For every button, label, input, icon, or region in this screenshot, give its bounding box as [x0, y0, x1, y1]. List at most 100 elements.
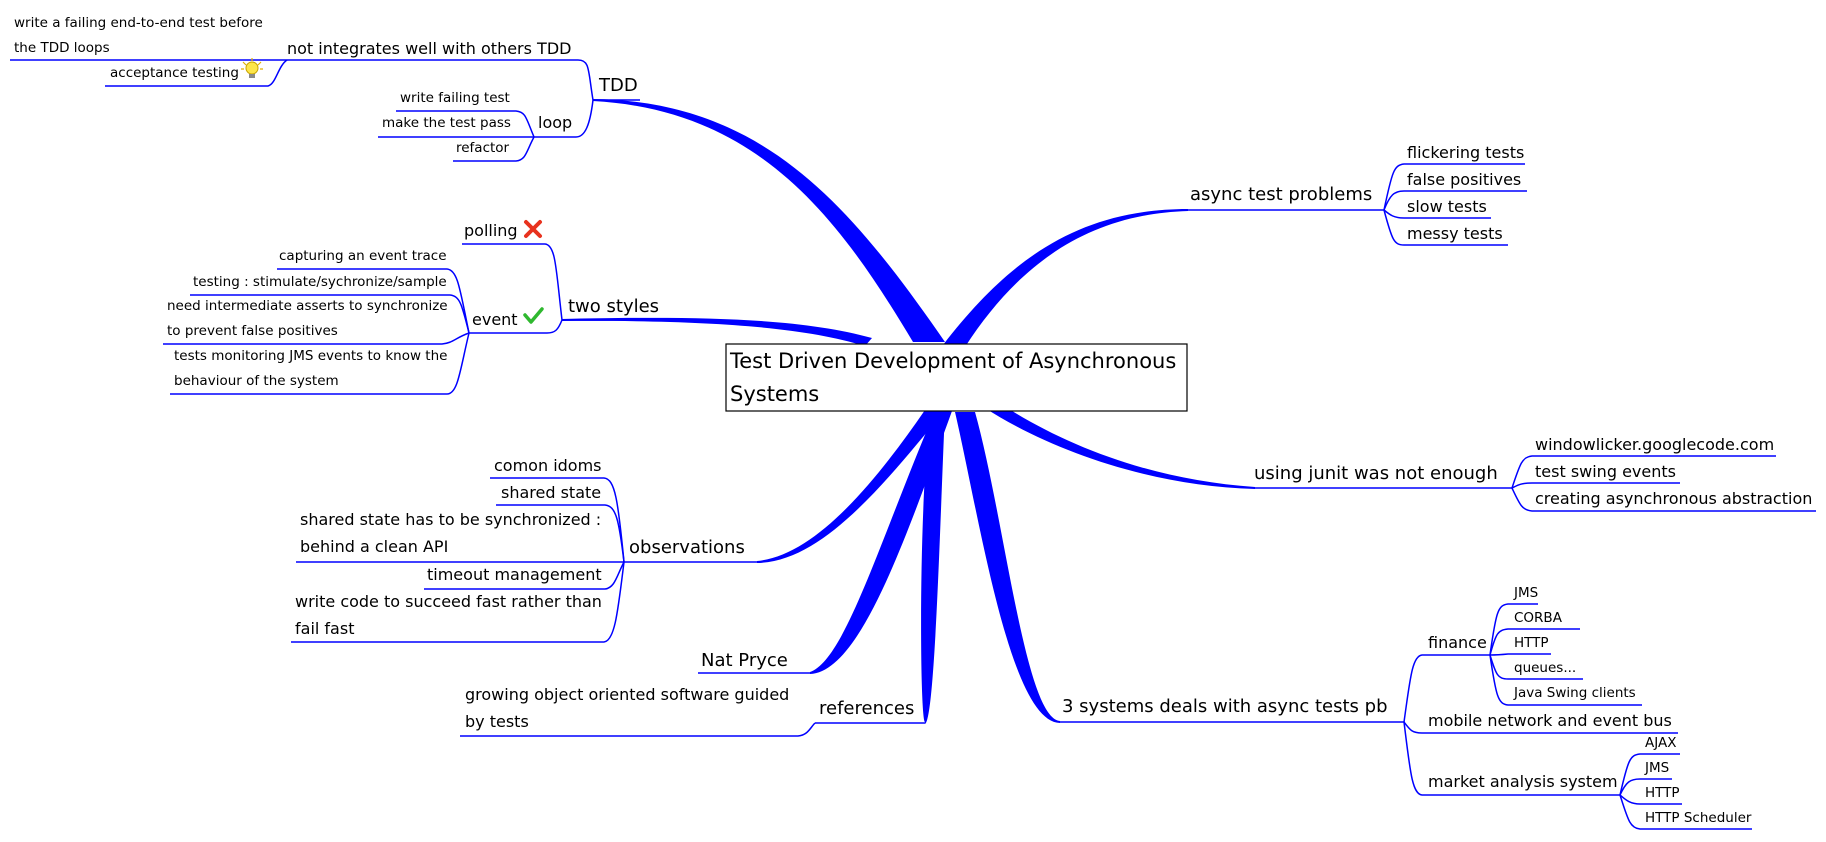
junit-edge-2: [1511, 482, 1680, 489]
junit-item-2: test swing events: [1535, 462, 1676, 481]
observations-title: observations: [629, 537, 745, 558]
finance-edge-1: [1489, 603, 1538, 656]
async-edge-1: [1383, 163, 1525, 211]
finance-edge-5: [1489, 654, 1642, 706]
async-title: async test problems: [1190, 184, 1372, 205]
finance-item-5: Java Swing clients: [1513, 685, 1636, 701]
async-edge-4: [1383, 209, 1508, 246]
systems-title: 3 systems deals with async tests pb: [1062, 696, 1388, 717]
event-edge-4: [170, 332, 470, 395]
root-title-line2: Systems: [730, 382, 819, 406]
tdd-edge-integration: [577, 59, 594, 101]
loop-item-2: make the test pass: [382, 115, 511, 131]
branch-systems: [955, 412, 1060, 723]
references-topic[interactable]: references growing object oriented softw…: [460, 685, 925, 737]
obs-edge-2: [496, 504, 625, 563]
market-item-2: JMS: [1644, 760, 1669, 776]
polling-label: polling: [464, 221, 518, 240]
market-item-4: HTTP Scheduler: [1645, 810, 1752, 826]
event-item-1: capturing an event trace: [279, 248, 447, 264]
observations-topic[interactable]: observations comon idoms shared state sh…: [291, 456, 757, 643]
junit-edge-1: [1511, 455, 1776, 489]
branch-nat: [810, 411, 952, 674]
event-item-4b: behaviour of the system: [174, 373, 339, 389]
nat-title: Nat Pryce: [701, 650, 788, 671]
obs-edge-5: [291, 561, 625, 643]
event-edge-2: [190, 294, 470, 334]
junit-title: using junit was not enough: [1254, 463, 1498, 484]
tdd-topic[interactable]: TDD: [575, 59, 640, 138]
styles-edge-polling: [462, 243, 563, 321]
event-item-3a: need intermediate asserts to synchronize: [167, 298, 448, 314]
tdd-title: TDD: [598, 75, 638, 96]
market-title: market analysis system: [1428, 772, 1618, 791]
event-item-4a: tests monitoring JMS events to know the: [174, 348, 447, 364]
loop-topic[interactable]: loop write failing test make the test pa…: [378, 90, 576, 162]
finance-edge-3: [1489, 653, 1551, 656]
async-item-1: flickering tests: [1407, 143, 1524, 162]
references-edge: [460, 722, 816, 737]
root-topic[interactable]: Test Driven Development of Asynchronous …: [725, 343, 1188, 412]
root-box: [725, 343, 1188, 412]
mobile-title: mobile network and event bus: [1428, 711, 1672, 730]
obs-edge-4: [424, 561, 625, 590]
branch-references: [921, 411, 945, 724]
main-branches: [562, 99, 1255, 724]
nat-pryce-topic[interactable]: Nat Pryce: [698, 650, 810, 674]
market-edge-4: [1619, 794, 1752, 830]
finance-topic[interactable]: finance JMS CORBA HTTP queues... Java Sw…: [1428, 585, 1642, 706]
red-cross-icon: [524, 220, 542, 238]
obs-item-5b: fail fast: [295, 619, 354, 638]
async-item-3: slow tests: [1407, 197, 1487, 216]
loop-title: loop: [538, 113, 572, 132]
event-topic[interactable]: event capturing an event trace testing :…: [163, 248, 544, 395]
junit-edge-3: [1511, 487, 1816, 512]
root-title-line1: Test Driven Development of Asynchronous: [729, 349, 1176, 373]
finance-item-1: JMS: [1513, 585, 1538, 601]
two-styles-topic[interactable]: two styles polling: [462, 220, 666, 334]
systems-edge-finance: [1403, 654, 1490, 723]
obs-item-3a: shared state has to be synchronized :: [300, 510, 601, 529]
market-edge-2: [1619, 778, 1672, 796]
branch-async: [943, 209, 1188, 347]
async-edge-3: [1383, 209, 1491, 219]
branch-two-styles: [562, 317, 872, 346]
loop-item-3: refactor: [456, 140, 510, 156]
junit-topic[interactable]: using junit was not enough windowlicker.…: [1254, 435, 1816, 512]
integration-note-line2: the TDD loops: [14, 40, 110, 56]
references-item-2: by tests: [465, 712, 529, 731]
event-item-2: testing : stimulate/sychronize/sample: [193, 274, 447, 290]
market-item-1: AJAX: [1645, 735, 1676, 751]
finance-title: finance: [1428, 633, 1487, 652]
market-topic[interactable]: market analysis system AJAX JMS HTTP HTT…: [1428, 735, 1752, 830]
references-item-1: growing object oriented software guided: [465, 685, 789, 704]
styles-edge-event: [469, 319, 563, 334]
junit-item-3: creating asynchronous abstraction: [1535, 489, 1812, 508]
mobile-topic[interactable]: mobile network and event bus: [1428, 711, 1672, 730]
obs-item-3b: behind a clean API: [300, 537, 448, 556]
finance-item-2: CORBA: [1514, 610, 1563, 626]
obs-item-4: timeout management: [427, 565, 602, 584]
branch-observations: [757, 410, 945, 563]
integration-topic[interactable]: not integrates well with others TDD writ…: [10, 15, 578, 87]
async-item-2: false positives: [1407, 170, 1521, 189]
tdd-edge-loop: [575, 99, 594, 138]
references-title: references: [819, 698, 914, 719]
market-edge-1: [1619, 753, 1680, 796]
loop-edge-1: [396, 110, 535, 138]
branch-junit: [985, 400, 1255, 489]
systems-topic[interactable]: 3 systems deals with async tests pb: [1060, 654, 1678, 796]
integration-edge-acceptance: [105, 59, 288, 87]
junit-item-1: windowlicker.googlecode.com: [1535, 435, 1774, 454]
event-edge-3: [163, 332, 470, 345]
systems-edge-market: [1403, 721, 1620, 796]
branch-tdd: [593, 99, 945, 342]
obs-item-1: comon idoms: [494, 456, 602, 475]
obs-item-5a: write code to succeed fast rather than: [295, 592, 602, 611]
async-topic[interactable]: async test problems flickering tests fal…: [1188, 143, 1527, 246]
obs-item-2: shared state: [501, 483, 601, 502]
event-label: event: [472, 310, 518, 329]
acceptance-testing-label: acceptance testing: [110, 65, 239, 81]
event-item-3b: to prevent false positives: [167, 323, 338, 339]
